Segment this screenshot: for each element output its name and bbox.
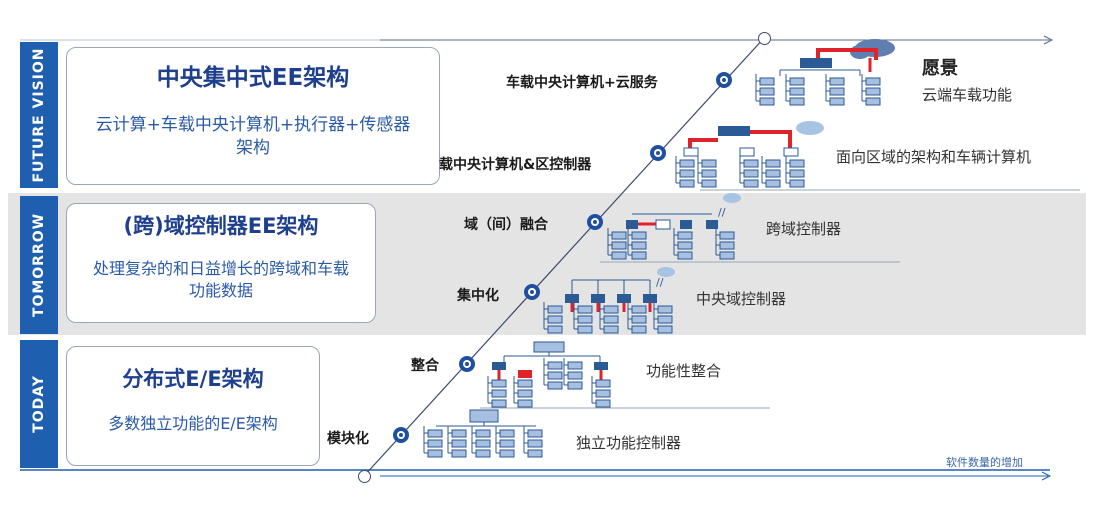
card-today-title: 分布式E/E架构 <box>122 367 264 391</box>
stage-label-cross-domain: 域（间）融合 <box>464 217 548 233</box>
card-future-title: 中央集中式EE架构 <box>156 65 350 91</box>
card-future: 中央集中式EE架构 云计算+车载中央计算机+执行器+传感器架构 <box>66 47 440 185</box>
diagram-modular <box>424 409 542 457</box>
diagram-central-domain: // <box>544 267 675 333</box>
card-tomorrow-title: (跨)域控制器EE架构 <box>123 214 319 238</box>
stage-label-zonal: 载中央计算机&区控制器 <box>439 157 592 173</box>
desc-integration: 功能性整合 <box>646 362 722 380</box>
desc-vision-sub: 云端车载功能 <box>922 86 1013 104</box>
diagram-zonal <box>676 121 824 187</box>
progression-line <box>363 37 765 477</box>
stage-node-cross-domain <box>587 214 603 230</box>
stage-label-integration: 整合 <box>411 358 439 374</box>
progression-end-point <box>758 32 771 45</box>
desc-zonal: 面向区域的架构和车辆计算机 <box>836 148 1032 166</box>
progression-start-point <box>358 470 371 483</box>
stage-node-zonal <box>650 145 666 161</box>
diagram-integration <box>488 341 610 407</box>
svg-text://: // <box>656 276 664 289</box>
era-bar-future: FUTURE VISION <box>20 42 58 188</box>
desc-modular: 独立功能控制器 <box>576 434 682 452</box>
card-today-desc: 多数独立功能的E/E架构 <box>108 414 278 433</box>
diagram-vision <box>756 39 895 105</box>
card-tomorrow: (跨)域控制器EE架构 处理复杂的和日益增长的跨域和车载功能数据 <box>66 203 376 323</box>
stage-node-cloud <box>716 72 732 88</box>
stage-node-modular <box>393 427 409 443</box>
stage-label-cloud: 车载中央计算机+云服务 <box>506 75 658 91</box>
card-today: 分布式E/E架构 多数独立功能的E/E架构 <box>66 346 320 466</box>
card-tomorrow-desc: 处理复杂的和日益增长的跨域和车载功能数据 <box>92 259 349 300</box>
stage-node-integration <box>459 356 475 372</box>
stage-label-centralized: 集中化 <box>457 288 499 304</box>
era-bar-today: TODAY <box>20 340 58 468</box>
card-future-desc: 云计算+车载中央计算机+执行器+传感器架构 <box>95 115 411 158</box>
svg-text://: // <box>718 206 726 219</box>
stage-label-modular: 模块化 <box>327 431 369 447</box>
desc-cross-domain: 跨域控制器 <box>766 220 842 238</box>
diagram-cross-domain: // <box>608 193 741 259</box>
axis-note-software: 软件数量的增加 <box>946 456 1023 469</box>
stage-node-centralized <box>524 284 540 300</box>
desc-central-domain: 中央域控制器 <box>696 290 787 308</box>
desc-vision-title: 愿景 <box>922 58 958 79</box>
era-bar-tomorrow: TOMORROW <box>20 196 58 334</box>
